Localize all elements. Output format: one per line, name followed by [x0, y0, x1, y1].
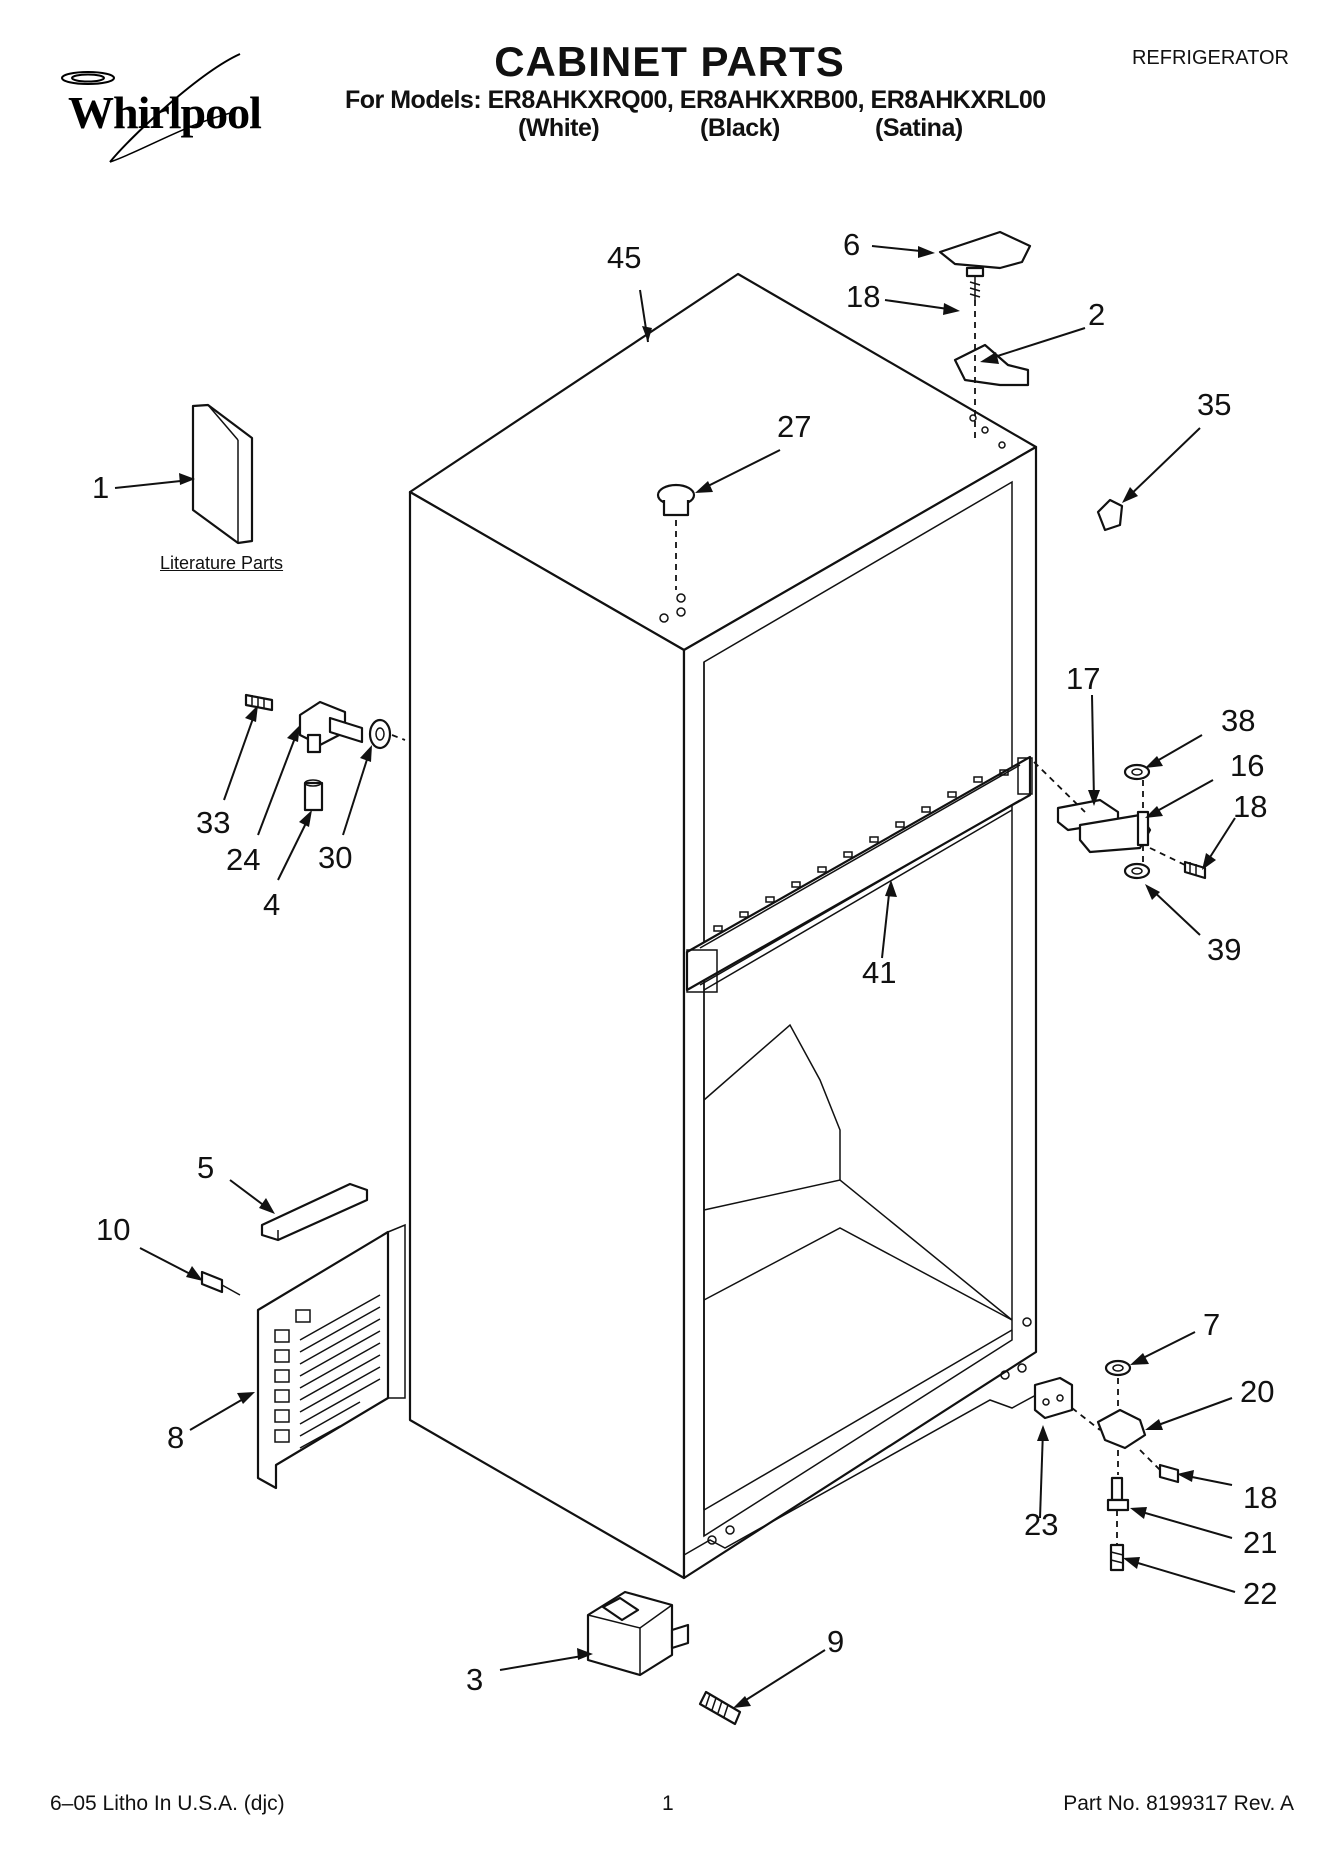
screw-grille	[200, 1270, 241, 1296]
callout-10: 10	[96, 1212, 130, 1247]
callout-21: 21	[1243, 1525, 1277, 1560]
callout-numbers: 45 6 18 2 35 27 1 17 38 16 18 33 24 30 4…	[92, 227, 1277, 1697]
callout-27: 27	[777, 409, 811, 444]
callout-23: 23	[1024, 1507, 1058, 1542]
callout-18-low: 18	[1243, 1480, 1277, 1515]
hinge-cap	[1096, 498, 1124, 532]
callout-4: 4	[263, 887, 280, 922]
footer-litho: 6–05 Litho In U.S.A. (djc)	[50, 1792, 285, 1815]
callout-3: 3	[466, 1662, 483, 1697]
callout-38: 38	[1221, 703, 1255, 738]
callout-8: 8	[167, 1420, 184, 1455]
logo-swirl-icon	[61, 53, 241, 163]
center-hinge-assembly	[1033, 761, 1207, 880]
callout-1: 1	[92, 470, 109, 505]
callout-35: 35	[1197, 387, 1231, 422]
callout-18-top: 18	[846, 279, 880, 314]
callout-33: 33	[196, 805, 230, 840]
brand-name: Whirlpool	[68, 87, 262, 138]
callout-17: 17	[1066, 661, 1100, 696]
plug-button	[656, 483, 696, 590]
callout-22: 22	[1243, 1576, 1277, 1611]
toe-grille-strip	[260, 1182, 369, 1242]
footer-page-number: 1	[662, 1792, 674, 1815]
callout-9: 9	[827, 1624, 844, 1659]
callout-20: 20	[1240, 1374, 1274, 1409]
callout-18-mid: 18	[1233, 789, 1267, 824]
variant-black: (Black)	[700, 114, 780, 142]
literature-parts-label: Literature Parts	[160, 553, 284, 573]
footer-part-number: Part No. 8199317 Rev. A	[1063, 1792, 1294, 1815]
leader-lines	[114, 245, 1236, 1708]
variant-satina: (Satina)	[875, 114, 963, 142]
callout-39: 39	[1207, 932, 1241, 967]
screw-top-hinge	[965, 266, 985, 300]
callout-6: 6	[843, 227, 860, 262]
callout-7: 7	[1203, 1307, 1220, 1342]
callout-45: 45	[607, 240, 641, 275]
top-hinge-bracket	[953, 343, 1030, 387]
brand-logo: Whirlpool	[50, 52, 290, 172]
callout-5: 5	[197, 1150, 214, 1185]
variant-white: (White)	[518, 114, 600, 142]
callout-41: 41	[862, 955, 896, 990]
callout-2: 2	[1088, 297, 1105, 332]
models-line: For Models: ER8AHKXRQ00, ER8AHKXRB00, ER…	[345, 86, 1046, 114]
door-stop-assembly	[244, 693, 406, 812]
center-mullion	[685, 755, 1033, 993]
literature-booklet	[191, 403, 254, 545]
category-label: REFRIGERATOR	[1131, 47, 1289, 69]
page-title: CABINET PARTS	[494, 38, 845, 85]
leveling-leg-assembly	[586, 1590, 742, 1726]
callout-24: 24	[226, 842, 260, 877]
rear-access-cover	[256, 1223, 406, 1490]
cabinet-body	[408, 272, 1038, 1580]
callout-16: 16	[1230, 748, 1264, 783]
lower-hinge-assembly	[1033, 1359, 1180, 1572]
hinge-cover-top	[938, 230, 1032, 270]
callout-30: 30	[318, 840, 352, 875]
